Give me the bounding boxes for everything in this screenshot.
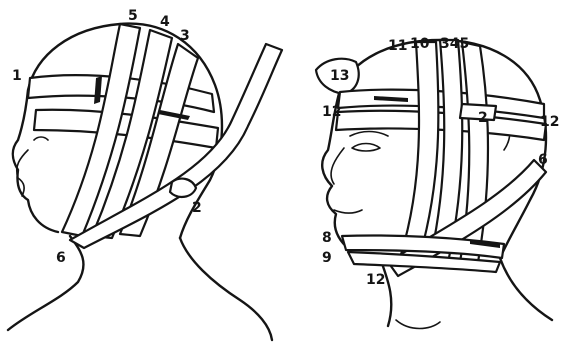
left-knot: [170, 179, 196, 197]
right-label-8: 8: [322, 230, 332, 246]
right-eye: [352, 144, 380, 152]
right-neck-back: [500, 258, 552, 320]
left-label-5: 5: [128, 8, 138, 24]
right-label-13: 13: [330, 68, 349, 84]
right-label-9: 9: [322, 250, 332, 266]
right-band-vertical-a: [400, 42, 438, 262]
right-neck-front: [380, 258, 391, 326]
left-label-3: 3: [180, 28, 190, 44]
right-collar: [396, 320, 440, 329]
left-head-figure: 1 5 4 3 2 6: [8, 8, 282, 340]
right-mouth: [334, 210, 362, 213]
right-label-12-left: 12: [322, 104, 341, 120]
right-label-345: 345: [440, 36, 469, 52]
left-eye: [34, 137, 48, 140]
left-neck: [8, 236, 83, 330]
right-label-11: 11: [388, 38, 407, 54]
left-label-1: 1: [12, 68, 22, 84]
right-head-figure: 13 11 10 345 12 12 2 6 8 9 12: [316, 36, 559, 329]
right-label-12-bottom: 12: [366, 272, 385, 288]
left-shoulder: [180, 238, 272, 340]
right-label-6: 6: [538, 152, 548, 168]
right-label-12-right: 12: [540, 114, 559, 130]
right-eyebrow: [350, 132, 388, 137]
right-nose: [331, 148, 344, 184]
left-label-2: 2: [192, 200, 202, 216]
right-label-2: 2: [478, 110, 488, 126]
right-label-10: 10: [410, 36, 430, 52]
left-label-4: 4: [160, 14, 170, 30]
right-band-forehead-2: [336, 111, 546, 140]
left-label-6: 6: [56, 250, 66, 266]
